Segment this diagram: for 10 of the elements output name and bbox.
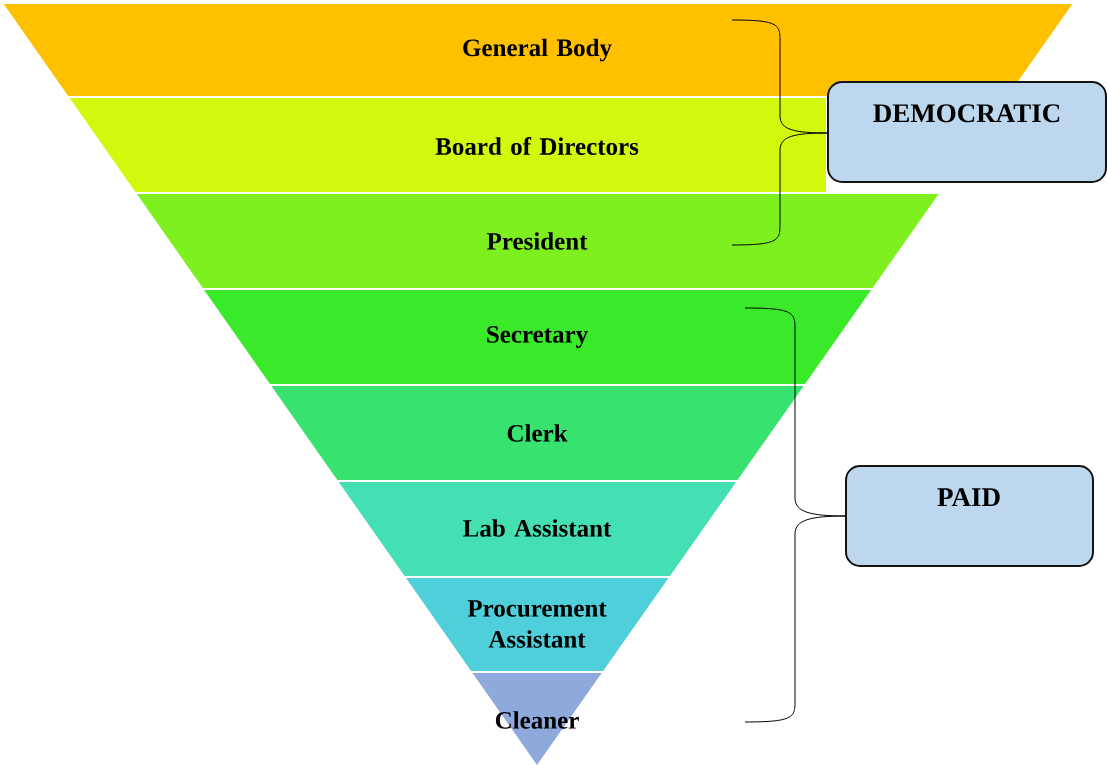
pyramid-band: General Body (3, 4, 1073, 96)
pyramid-band: Lab Assistant (338, 482, 737, 576)
pyramid-band: Procurement Assistant (406, 578, 669, 671)
pyramid-band: Cleaner (472, 673, 602, 765)
pyramid-band: President (136, 194, 939, 288)
pyramid-band: Secretary (204, 290, 872, 384)
pyramid-band: Clerk (271, 386, 804, 480)
pyramid-band: Board of Directors (69, 98, 826, 192)
label-box: DEMOCRATIC (827, 81, 1107, 183)
label-box: PAID (845, 465, 1094, 567)
